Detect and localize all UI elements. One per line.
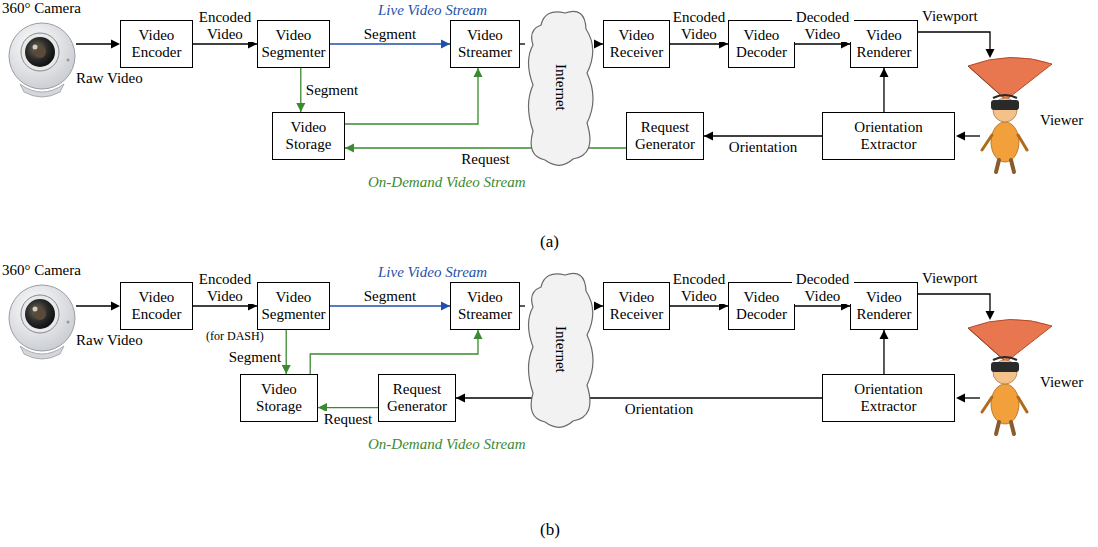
cloud-label: Internet [552, 64, 569, 111]
edge-label: Segment [226, 349, 282, 366]
arrow-head [879, 330, 888, 339]
box-label: Video Encoder [124, 27, 189, 61]
streamer-box: Video Streamer [450, 20, 520, 68]
box-label: Video Storage [244, 381, 314, 415]
connector [520, 44, 525, 45]
signal-label: Viewport [922, 270, 978, 287]
camera-label: 360° Camera [2, 262, 81, 279]
note-label: (for DASH) [206, 330, 264, 343]
box-label: Video Segmenter [261, 289, 326, 323]
edge-label: Encoded Video [671, 271, 727, 304]
cloud-label: Internet [552, 326, 569, 373]
viewer-label: Viewer [1040, 374, 1083, 391]
edge-label: Request [451, 151, 521, 168]
arrow-head [879, 68, 888, 77]
edge-label: Encoded Video [195, 9, 255, 42]
connector [193, 44, 257, 45]
connector [520, 306, 525, 307]
segmenter-box: Video Segmenter [257, 20, 330, 68]
connector [193, 306, 257, 307]
box-label: Orientation Extractor [826, 381, 951, 415]
arrow-head [594, 40, 603, 49]
box-label: Video Segmenter [261, 27, 326, 61]
signal-label: Raw Video [76, 70, 143, 87]
encoder-box: Video Encoder [120, 282, 193, 330]
edge-label: Segment [350, 288, 430, 305]
receiver-box: Video Receiver [603, 20, 670, 68]
arrow-head [704, 132, 713, 141]
box-label: Video Receiver [607, 27, 666, 61]
viewer-label: Viewer [1040, 112, 1083, 129]
box-label: Video Decoder [732, 27, 791, 61]
edge-label: Segment [305, 82, 365, 99]
segmenter-box: Video Segmenter [257, 282, 330, 330]
box-label: Video Renderer [854, 27, 914, 61]
connector [310, 330, 478, 374]
arrow-head [282, 365, 291, 374]
box-label: Video Streamer [454, 27, 516, 61]
internet-cloud: Internet [525, 5, 595, 170]
box-label: Video Streamer [454, 289, 516, 323]
box-label: Request Generator [630, 119, 700, 153]
receiver-box: Video Receiver [603, 282, 670, 330]
decoder-box: Video Decoder [728, 20, 795, 68]
edge-label: Request [319, 411, 377, 428]
arrow-head [441, 40, 450, 49]
encoder-box: Video Encoder [120, 20, 193, 68]
request-generator-box: Request Generator [626, 112, 704, 160]
request-generator-box: Request Generator [378, 374, 456, 422]
box-label: Request Generator [382, 381, 452, 415]
connector [704, 136, 822, 137]
box-label: Video Renderer [854, 289, 914, 323]
arrow-head [474, 330, 483, 339]
renderer-box: Video Renderer [850, 282, 918, 330]
edge-label: Decoded Video [792, 271, 854, 304]
renderer-box: Video Renderer [850, 20, 918, 68]
internet-cloud: Internet [525, 267, 595, 432]
edge-label: Encoded Video [671, 9, 727, 42]
connector [330, 44, 450, 45]
edge-label: Orientation [614, 401, 704, 418]
edge-label: Segment [350, 26, 430, 43]
box-label: Video Decoder [732, 289, 791, 323]
connector [330, 306, 450, 307]
signal-label: Viewport [922, 8, 978, 25]
orientation-extractor-box: Orientation Extractor [822, 112, 955, 160]
arrow-head [456, 394, 465, 403]
arrow-head [594, 302, 603, 311]
decoder-box: Video Decoder [728, 282, 795, 330]
orientation-extractor-box: Orientation Extractor [822, 374, 955, 422]
storage-box: Video Storage [240, 374, 318, 422]
subfigure-label: (b) [540, 520, 560, 539]
stream-label: On-Demand Video Stream [368, 436, 525, 453]
stream-label: Live Video Stream [378, 264, 487, 281]
edge-label: Encoded Video [195, 271, 255, 304]
edge-label: Orientation [713, 139, 813, 156]
arrow-head [296, 103, 305, 112]
connector [345, 68, 478, 124]
box-label: Video Encoder [124, 289, 189, 323]
connector [456, 398, 822, 399]
stream-label: Live Video Stream [378, 2, 487, 19]
box-label: Video Receiver [607, 289, 666, 323]
subfigure-label: (a) [540, 232, 559, 251]
arrow-head [474, 68, 483, 77]
storage-box: Video Storage [272, 112, 345, 160]
arrow-head [441, 302, 450, 311]
stream-label: On-Demand Video Stream [368, 174, 525, 191]
box-label: Video Storage [276, 119, 341, 153]
edge-label: Decoded Video [792, 9, 854, 42]
streamer-box: Video Streamer [450, 282, 520, 330]
signal-label: Raw Video [76, 332, 143, 349]
arrow-head [345, 144, 354, 153]
camera-label: 360° Camera [2, 0, 81, 17]
box-label: Orientation Extractor [826, 119, 951, 153]
